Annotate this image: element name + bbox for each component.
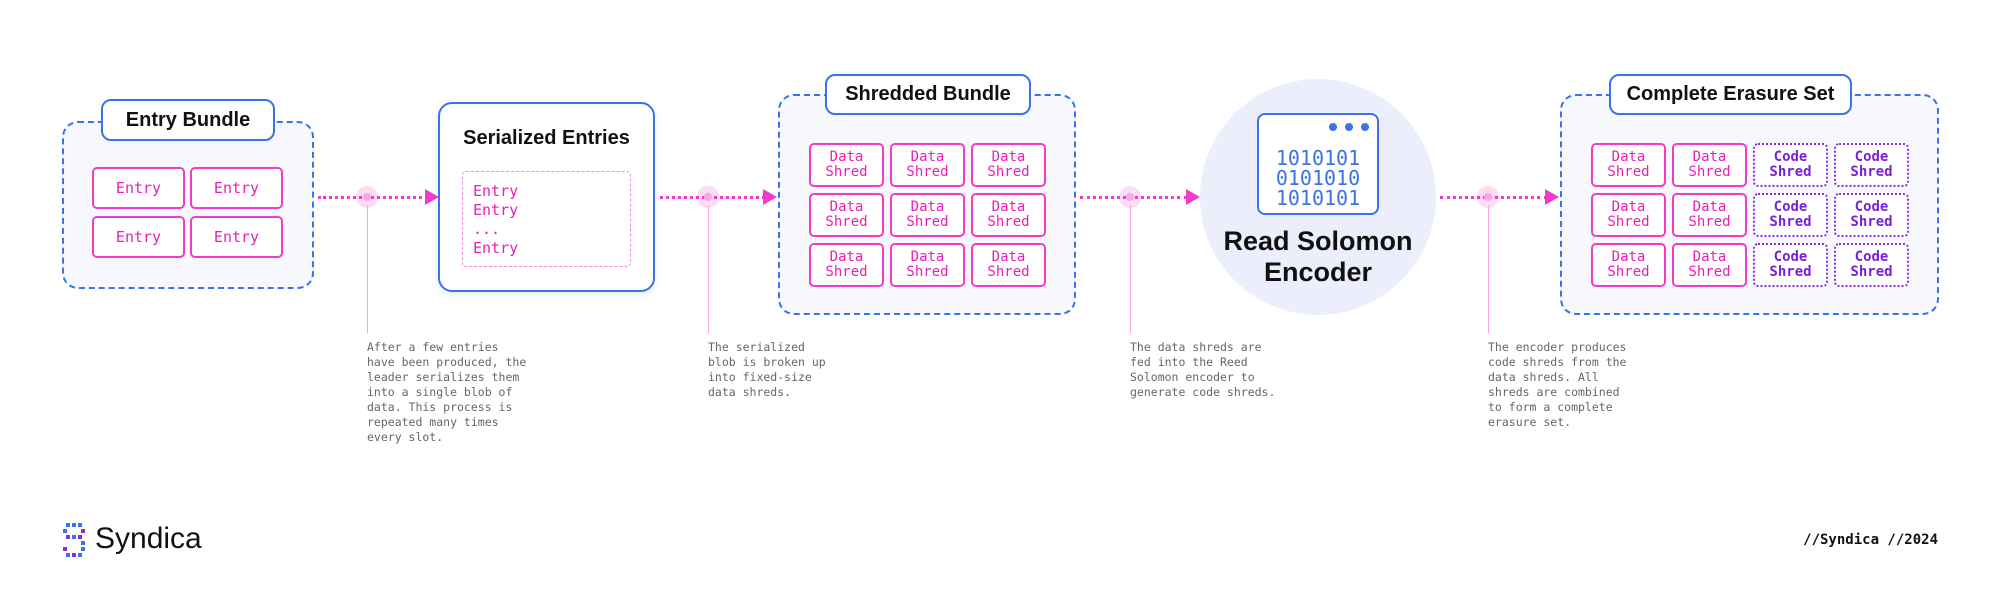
serialized-line: Entry xyxy=(473,201,519,219)
footer-copyright: //Syndica //2024 xyxy=(1803,532,1938,548)
encoder-window-icon: 1010101 0101010 1010101 xyxy=(1257,113,1379,215)
entry-bundle-title: Entry Bundle xyxy=(101,99,275,141)
serialized-blob: Entry Entry ... Entry xyxy=(462,171,631,267)
caption-leader-line xyxy=(708,205,709,333)
entry-cell: Entry xyxy=(190,167,283,209)
brand-name: Syndica xyxy=(95,522,202,555)
serialized-line: ... xyxy=(473,220,501,238)
entry-cell: Entry xyxy=(190,216,283,258)
caption-shred: The serialized blob is broken up into fi… xyxy=(708,340,826,399)
caption-erasure: The encoder produces code shreds from th… xyxy=(1488,340,1627,429)
window-dot-icon xyxy=(1345,123,1353,131)
caption-leader-line xyxy=(367,205,368,333)
encoder-label-line2: Encoder xyxy=(1263,257,1373,287)
flow-arrow-line xyxy=(318,196,428,199)
binary-line: 1010101 xyxy=(1275,186,1361,210)
caption-leader-line xyxy=(1130,205,1131,333)
flow-arrow-head xyxy=(1186,189,1200,205)
connector-dot-core xyxy=(363,193,371,201)
serialized-entries-title: Serialized Entries xyxy=(463,127,630,149)
shredded-bundle-title: Shredded Bundle xyxy=(825,74,1031,115)
connector-dot-core xyxy=(1126,193,1134,201)
flow-arrow-line xyxy=(1440,196,1547,199)
entry-cell: Entry xyxy=(92,216,185,258)
caption-serialize: After a few entries have been produced, … xyxy=(367,340,527,444)
caption-leader-line xyxy=(1488,205,1489,333)
flow-arrow-line xyxy=(660,196,765,199)
flow-arrow-head xyxy=(425,189,439,205)
binary-line: 1010101 xyxy=(1275,146,1361,170)
serialized-line: Entry xyxy=(473,182,519,200)
flow-arrow-head xyxy=(1545,189,1559,205)
caption-encode: The data shreds are fed into the Reed So… xyxy=(1130,340,1276,399)
erasure-set-title: Complete Erasure Set xyxy=(1609,74,1852,115)
window-dot-icon xyxy=(1329,123,1337,131)
serialized-line: Entry xyxy=(473,239,519,257)
connector-dot-core xyxy=(704,193,712,201)
encoder-label-line1: Read Solomon xyxy=(1223,226,1413,256)
flow-arrow-head xyxy=(763,189,777,205)
syndica-logo-icon xyxy=(63,523,85,557)
window-dot-icon xyxy=(1361,123,1369,131)
connector-dot-core xyxy=(1484,193,1492,201)
binary-line: 0101010 xyxy=(1275,166,1361,190)
entry-cell: Entry xyxy=(92,167,185,209)
